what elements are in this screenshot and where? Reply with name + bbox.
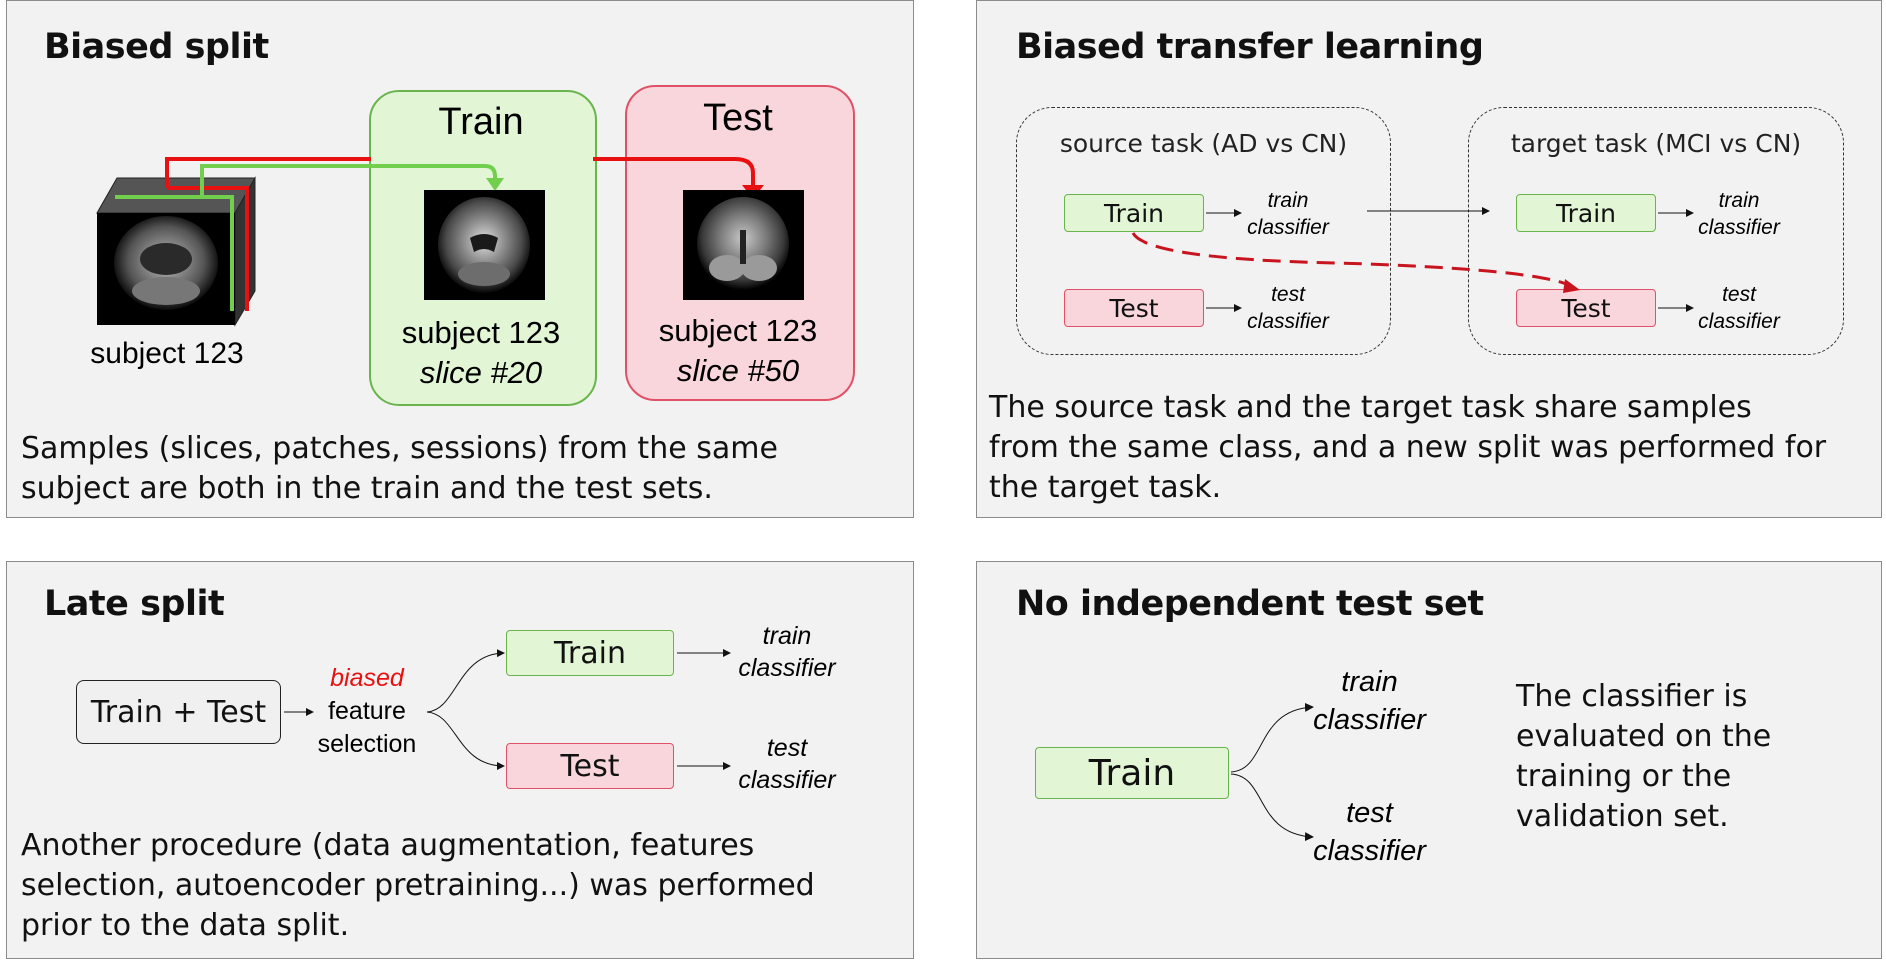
- test-slice-text: slice #50: [676, 353, 800, 388]
- panel-biased-transfer-learning: Biased transfer learning source task (AD…: [976, 0, 1882, 518]
- panel-late-split: Late split Train + Test biased feature s…: [6, 561, 914, 959]
- panel-biased-split: Biased split Train Test: [6, 0, 914, 518]
- test-subject-text: subject 123: [658, 313, 818, 348]
- green-slice-line: [200, 164, 371, 197]
- train-box: Train: [1035, 747, 1229, 799]
- target-train-box: Train: [1516, 194, 1656, 232]
- output-line: train: [1341, 666, 1398, 698]
- description-line: from the same class, and a new split was…: [989, 430, 1827, 465]
- description-line: The source task and the target task shar…: [989, 390, 1752, 425]
- output-line: classifier: [1247, 310, 1329, 333]
- arrow-to-train: [426, 649, 505, 713]
- output-line: test: [1346, 797, 1393, 829]
- output-line: classifier: [1247, 216, 1329, 239]
- panel-description: Another procedure (data augmentation, fe…: [21, 826, 815, 946]
- train-subject-label: subject 123 slice #20: [369, 313, 593, 393]
- train-box: Train: [506, 630, 674, 676]
- output-line: train: [762, 622, 812, 650]
- output-line: test: [1271, 283, 1305, 306]
- output-line: test: [1722, 283, 1756, 306]
- source-task-box: [1016, 107, 1391, 355]
- panel-title: Biased transfer learning: [1016, 27, 1484, 67]
- target-task-box: [1468, 107, 1844, 355]
- brain-mri-slice-icon: [424, 190, 545, 300]
- test-subject-label: subject 123 slice #50: [625, 311, 851, 391]
- description-line: prior to the data split.: [21, 908, 350, 943]
- target-train-output: train classifier: [1684, 187, 1794, 241]
- test-classifier-output: test classifier: [722, 732, 852, 796]
- description-line: subject are both in the train and the te…: [21, 471, 713, 506]
- panel-title: Late split: [44, 584, 225, 624]
- train-test-input-box: Train + Test: [76, 680, 281, 744]
- panel-title: Biased split: [44, 27, 269, 67]
- biased-label: biased: [330, 664, 404, 692]
- source-test-output: test classifier: [1233, 281, 1343, 335]
- output-line: classifier: [1313, 835, 1426, 867]
- source-task-label: source task (AD vs CN): [1059, 129, 1348, 158]
- source-train-box: Train: [1064, 194, 1204, 232]
- subject-label: subject 123: [90, 337, 244, 370]
- test-set-label: Test: [703, 97, 773, 139]
- arrow-to-train-classifier: [1230, 702, 1314, 773]
- red-slice-line: [165, 157, 371, 188]
- description-line: validation set.: [1516, 799, 1729, 834]
- target-task-label: target task (MCI vs CN): [1510, 129, 1802, 158]
- dashed-leak-arrow: [1131, 232, 1572, 288]
- test-box: Test: [506, 743, 674, 789]
- train-slice-text: slice #20: [419, 355, 543, 390]
- train-classifier-output: train classifier: [1302, 663, 1437, 739]
- train-classifier-output: train classifier: [722, 620, 852, 684]
- source-test-box: Test: [1064, 289, 1204, 327]
- train-subject-text: subject 123: [401, 315, 561, 350]
- arrow-to-test: [426, 711, 505, 770]
- output-line: classifier: [1698, 310, 1780, 333]
- biased-feature-selection-label: biased feature selection: [312, 662, 422, 761]
- no-independent-arrows: [1230, 702, 1314, 842]
- description-line: The classifier is: [1516, 679, 1748, 714]
- late-split-arrows: [284, 649, 731, 770]
- selection-label: selection: [317, 730, 417, 758]
- feature-label: feature: [328, 697, 406, 725]
- panel-no-independent-test-set: No independent test set Train train clas…: [976, 561, 1882, 959]
- output-line: train: [1267, 189, 1309, 212]
- description-line: the target task.: [989, 470, 1222, 505]
- output-line: classifier: [738, 654, 836, 682]
- panel-title: No independent test set: [1016, 584, 1484, 624]
- panel-description: The classifier is evaluated on the train…: [1516, 677, 1771, 837]
- brain-mri-slice-icon: [683, 190, 804, 300]
- test-classifier-output: test classifier: [1302, 794, 1437, 870]
- train-set-label: Train: [438, 101, 524, 143]
- green-arrow-to-train: [371, 164, 497, 181]
- arrow-to-test-classifier: [1230, 773, 1314, 842]
- panel-description: Samples (slices, patches, sessions) from…: [21, 429, 778, 509]
- description-line: Samples (slices, patches, sessions) from…: [21, 431, 778, 466]
- output-line: classifier: [1698, 216, 1780, 239]
- target-test-output: test classifier: [1684, 281, 1794, 335]
- target-test-box: Test: [1516, 289, 1656, 327]
- output-line: test: [766, 734, 808, 762]
- description-line: Another procedure (data augmentation, fe…: [21, 828, 755, 863]
- source-train-output: train classifier: [1233, 187, 1343, 241]
- description-line: training or the: [1516, 759, 1732, 794]
- description-line: selection, autoencoder pretraining...) w…: [21, 868, 815, 903]
- volume-cube-svg: [96, 157, 764, 327]
- output-line: train: [1718, 189, 1760, 212]
- transfer-arrows: [1131, 207, 1694, 312]
- panel-description: The source task and the target task shar…: [989, 388, 1826, 508]
- output-line: classifier: [738, 766, 836, 794]
- output-line: classifier: [1313, 704, 1426, 736]
- description-line: evaluated on the: [1516, 719, 1772, 754]
- red-arrow-to-test: [593, 157, 755, 187]
